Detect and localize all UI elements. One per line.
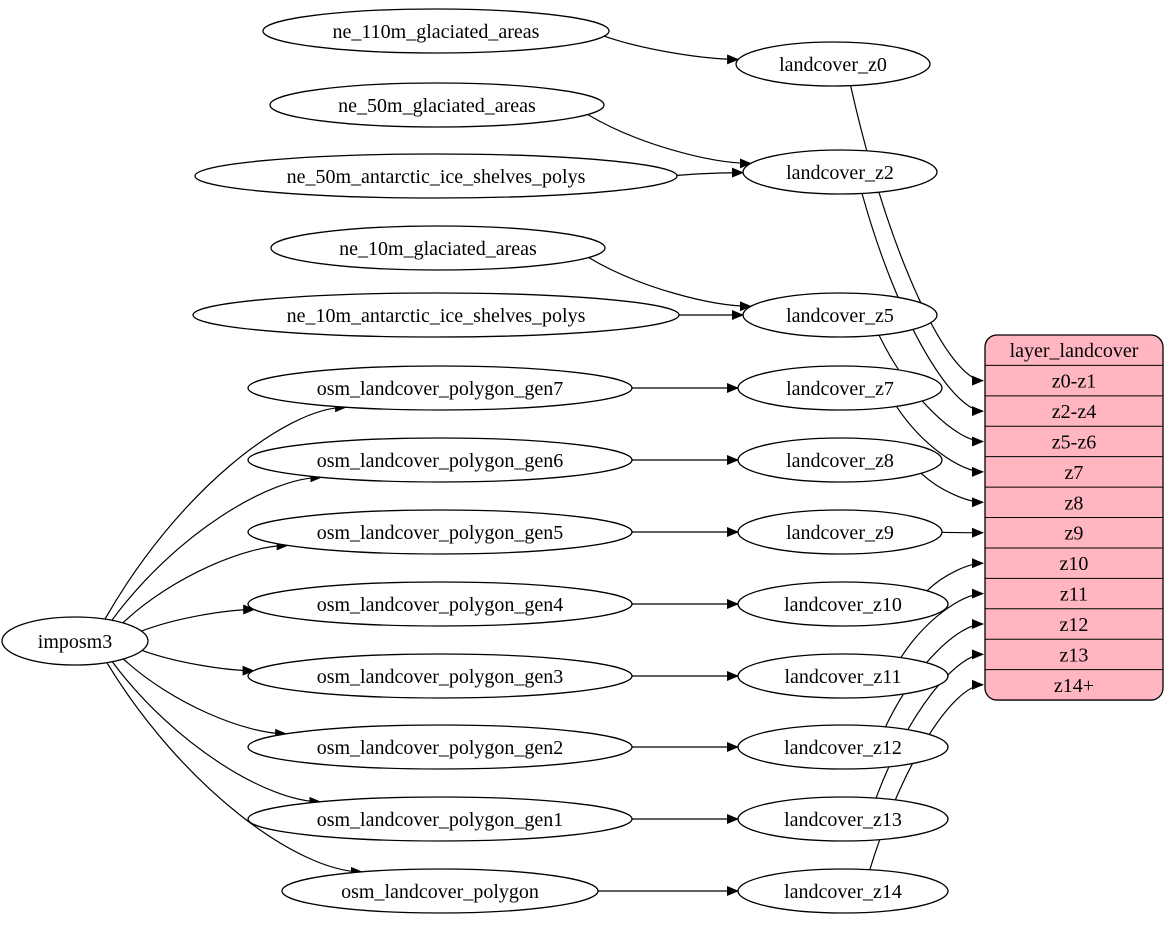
node-label-landcover_z5: landcover_z5 bbox=[786, 305, 894, 327]
node-osm_landcover_polygon_gen4: osm_landcover_polygon_gen4 bbox=[248, 582, 632, 626]
node-osm_landcover_polygon_gen2: osm_landcover_polygon_gen2 bbox=[248, 725, 632, 769]
node-osm_landcover_polygon_gen5: osm_landcover_polygon_gen5 bbox=[248, 510, 632, 554]
node-osm_landcover_polygon_gen1: osm_landcover_polygon_gen1 bbox=[248, 797, 632, 841]
node-label-ne_50m_antarctic_ice_shelves_polys: ne_50m_antarctic_ice_shelves_polys bbox=[287, 166, 586, 188]
node-label-landcover_z7: landcover_z7 bbox=[786, 378, 894, 400]
table-row-z2-z4: z2-z4 bbox=[1052, 401, 1096, 423]
node-osm_landcover_polygon_gen3: osm_landcover_polygon_gen3 bbox=[248, 654, 632, 698]
node-label-landcover_z9: landcover_z9 bbox=[786, 522, 894, 544]
node-ne_50m_glaciated_areas: ne_50m_glaciated_areas bbox=[270, 83, 604, 127]
node-landcover_z11: landcover_z11 bbox=[738, 654, 948, 698]
edge-ne_50m_antarctic_ice_shelves_polys--landcover_z2 bbox=[677, 173, 743, 176]
table-row-z14+: z14+ bbox=[1054, 675, 1094, 697]
edge-landcover_z14--row-z14+ bbox=[870, 685, 983, 870]
node-label-ne_10m_antarctic_ice_shelves_polys: ne_10m_antarctic_ice_shelves_polys bbox=[287, 305, 586, 327]
table-row-z11: z11 bbox=[1060, 584, 1088, 606]
edge-imposm3--osm_landcover_polygon_gen3 bbox=[142, 650, 254, 670]
node-osm_landcover_polygon: osm_landcover_polygon bbox=[282, 869, 598, 913]
node-landcover_z2: landcover_z2 bbox=[743, 150, 937, 194]
table-layer_landcover: layer_landcover z0-z1 z2-z4 z5-z6 z7 z8 z9 z10 z… bbox=[985, 335, 1163, 700]
node-landcover_z5: landcover_z5 bbox=[743, 293, 937, 337]
node-label-ne_50m_glaciated_areas: ne_50m_glaciated_areas bbox=[338, 95, 536, 117]
node-label-osm_landcover_polygon_gen5: osm_landcover_polygon_gen5 bbox=[317, 522, 564, 544]
table-row-z12: z12 bbox=[1060, 614, 1089, 636]
node-osm_landcover_polygon_gen7: osm_landcover_polygon_gen7 bbox=[248, 366, 632, 410]
node-label-landcover_z11: landcover_z11 bbox=[785, 666, 902, 688]
table-row-z8: z8 bbox=[1065, 492, 1084, 514]
node-landcover_z9: landcover_z9 bbox=[738, 510, 942, 554]
node-landcover_z10: landcover_z10 bbox=[738, 582, 948, 626]
node-ne_110m_glaciated_areas: ne_110m_glaciated_areas bbox=[263, 9, 609, 53]
edge-imposm3--osm_landcover_polygon_gen4 bbox=[142, 610, 255, 632]
node-label-ne_10m_glaciated_areas: ne_10m_glaciated_areas bbox=[339, 238, 537, 260]
node-label-osm_landcover_polygon_gen2: osm_landcover_polygon_gen2 bbox=[317, 737, 564, 759]
edge-ne_10m_glaciated_areas--landcover_z5 bbox=[589, 258, 751, 307]
node-label-osm_landcover_polygon_gen1: osm_landcover_polygon_gen1 bbox=[317, 809, 564, 831]
node-label-ne_110m_glaciated_areas: ne_110m_glaciated_areas bbox=[333, 21, 540, 43]
node-landcover_z14: landcover_z14 bbox=[738, 869, 948, 913]
table-row-z7: z7 bbox=[1065, 462, 1084, 484]
node-ne_50m_antarctic_ice_shelves_polys: ne_50m_antarctic_ice_shelves_polys bbox=[195, 154, 677, 198]
node-imposm3: imposm3 bbox=[2, 617, 148, 665]
node-label-imposm3: imposm3 bbox=[38, 631, 112, 653]
edge-ne_110m_glaciated_areas--landcover_z0 bbox=[604, 36, 738, 59]
table-title: layer_landcover bbox=[1010, 340, 1139, 362]
node-label-osm_landcover_polygon_gen3: osm_landcover_polygon_gen3 bbox=[317, 666, 564, 688]
node-label-osm_landcover_polygon_gen6: osm_landcover_polygon_gen6 bbox=[317, 450, 564, 472]
node-label-landcover_z13: landcover_z13 bbox=[784, 809, 902, 831]
table-row-z9: z9 bbox=[1065, 523, 1084, 545]
node-label-landcover_z8: landcover_z8 bbox=[786, 450, 894, 472]
node-label-landcover_z12: landcover_z12 bbox=[784, 737, 902, 759]
node-osm_landcover_polygon_gen6: osm_landcover_polygon_gen6 bbox=[248, 438, 632, 482]
node-label-landcover_z14: landcover_z14 bbox=[784, 881, 902, 903]
edge-ne_50m_glaciated_areas--landcover_z2 bbox=[588, 115, 751, 164]
edge-landcover_z8--row-z8 bbox=[921, 473, 983, 502]
table-row-z10: z10 bbox=[1060, 553, 1089, 575]
node-landcover_z12: landcover_z12 bbox=[738, 725, 948, 769]
table-row-z5-z6: z5-z6 bbox=[1052, 431, 1096, 453]
table-row-z0-z1: z0-z1 bbox=[1052, 371, 1096, 393]
node-landcover_z8: landcover_z8 bbox=[738, 438, 942, 482]
node-ne_10m_glaciated_areas: ne_10m_glaciated_areas bbox=[271, 226, 605, 270]
node-label-osm_landcover_polygon_gen7: osm_landcover_polygon_gen7 bbox=[317, 378, 564, 400]
table-row-z13: z13 bbox=[1060, 644, 1089, 666]
node-label-osm_landcover_polygon: osm_landcover_polygon bbox=[341, 881, 539, 903]
node-ne_10m_antarctic_ice_shelves_polys: ne_10m_antarctic_ice_shelves_polys bbox=[193, 293, 679, 337]
node-label-osm_landcover_polygon_gen4: osm_landcover_polygon_gen4 bbox=[317, 594, 564, 616]
node-label-landcover_z10: landcover_z10 bbox=[784, 594, 902, 616]
node-landcover_z0: landcover_z0 bbox=[736, 42, 930, 86]
edge-landcover_z10--row-z10 bbox=[927, 563, 983, 591]
node-label-landcover_z0: landcover_z0 bbox=[779, 54, 887, 76]
node-label-landcover_z2: landcover_z2 bbox=[786, 162, 894, 184]
node-landcover_z7: landcover_z7 bbox=[738, 366, 942, 410]
node-landcover_z13: landcover_z13 bbox=[738, 797, 948, 841]
